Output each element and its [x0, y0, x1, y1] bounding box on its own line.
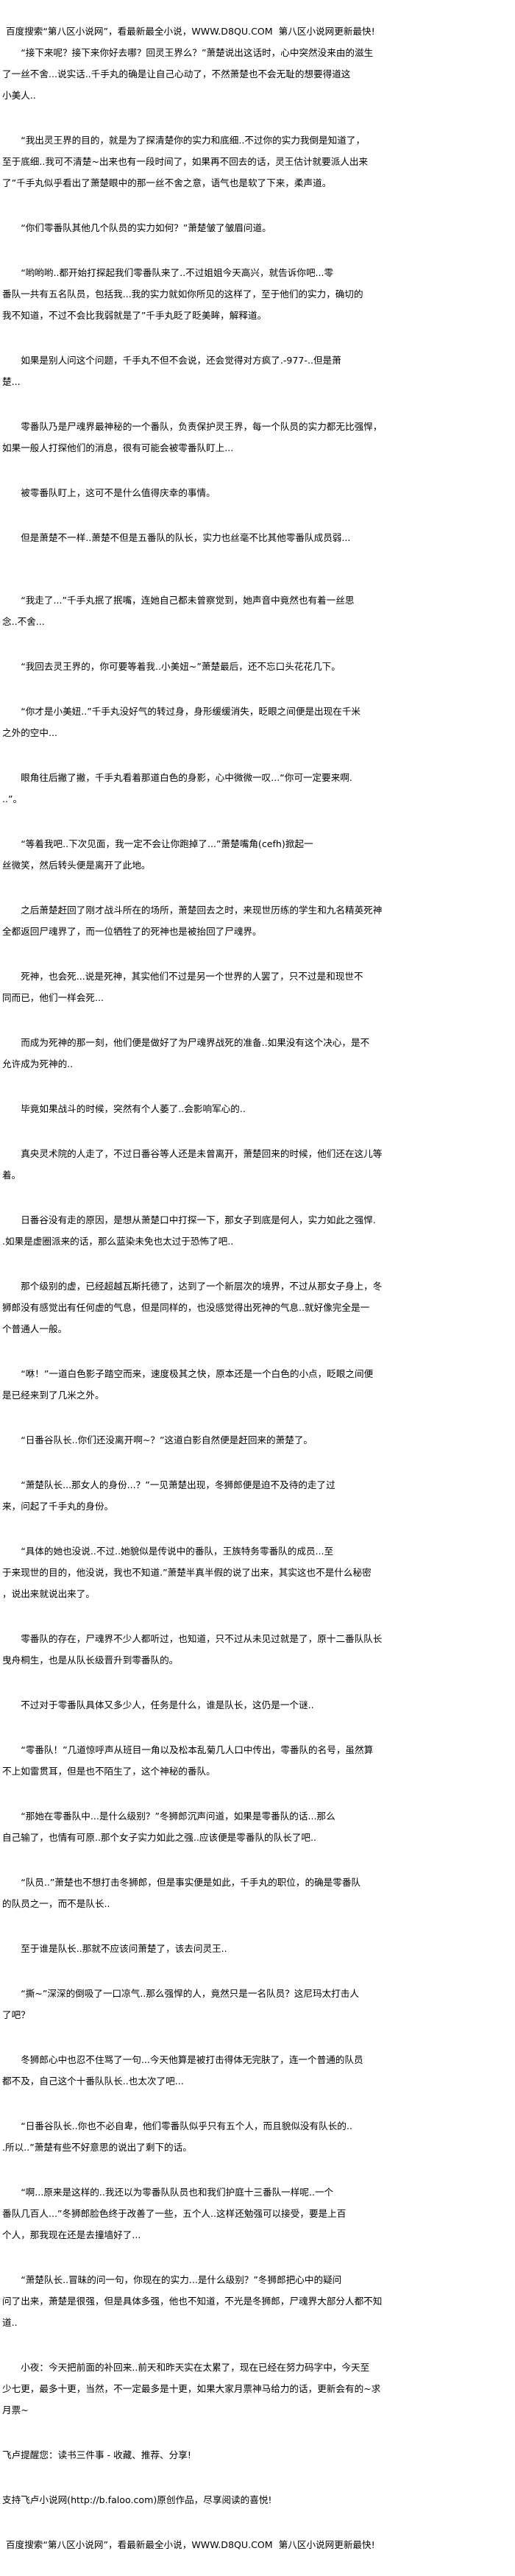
paragraph: “日番谷队长..你也不必自卑，他们零番队似乎只有五个人，而且貌似没有队长的.. …: [2, 2120, 352, 2153]
paragraph: “我走了...”千手丸抿了抿嘴，连她自己都未曾察觉到，她声音中竟然也有着一丝思 …: [2, 595, 355, 627]
paragraph: “接下来呢？接下来你好去哪？回灵王界么？”萧楚说出这话时，心中突然没来由的滋生 …: [2, 47, 374, 101]
paragraph: 眼角往后撇了撇，千手丸看着那道白色的身影，心中微微一叹...“你可一定要来啊. …: [2, 772, 352, 804]
paragraph: 零番队乃是尸魂界最神秘的一个番队，负责保护灵王界，每一个队员的实力都无比强悍， …: [2, 421, 383, 453]
paragraph: “那她在零番队中...是什么级别？”冬狮郎沉声问道，如果是零番队的话...那么 …: [2, 1811, 335, 1843]
faloo-support-notice: 支持飞卢小说网(http://b.faloo.com)原创作品，尽享阅读的喜悦!: [2, 2494, 272, 2505]
paragraph: 冬狮郎心中也忍不住骂了一句...今天他算是被打击得体无完肤了，连一个普通的队员 …: [2, 2054, 363, 2087]
paragraph: 零番队的存在，尸魂界不少人都听过，也知道，只不过从未见过就是了，原十二番队队长 …: [2, 1633, 383, 1666]
chapter-page: 百度搜索“第八区小说网”，看最新最全小说，WWW.D8QU.COM 第八区小说网…: [2, 26, 385, 2550]
paragraph: “零番队！”几道惊呼声从班目一角以及松本乱菊几人口中传出，零番队的名号，虽然算 …: [2, 1744, 374, 1777]
paragraph: “我回去灵王界的，你可要等着我..小美妞~”萧楚最后，还不忘口头花花几下。: [21, 661, 341, 672]
paragraph: 毕竟如果战斗的时候，突然有个人萎了..会影响军心的..: [21, 1103, 246, 1114]
paragraph: 真央灵术院的人走了，不过日番谷等人还是未曾离开，萧楚回来的时候，他们还在这儿等 …: [2, 1148, 383, 1181]
site-notice-footer: 百度搜索“第八区小说网”，看最新最全小说，WWW.D8QU.COM 第八区小说网…: [6, 2539, 375, 2550]
paragraph: “萧楚队长..冒昧的问一句，你现在的实力...是什么级别？”冬狮郎把心中的疑问 …: [2, 2274, 383, 2328]
paragraph: “日番谷队长..你们还没离开啊~？”这道白影自然便是赶回来的萧楚了。: [21, 1434, 313, 1446]
site-notice-header: 百度搜索“第八区小说网”，看最新最全小说，WWW.D8QU.COM 第八区小说网…: [6, 26, 375, 37]
paragraph: 日番谷没有走的原因，是想从萧楚口中打探一下，那女子到底是何人，实力如此之强悍. …: [2, 1214, 376, 1247]
paragraph: 被零番队盯上，这可不是什么值得庆幸的事情。: [21, 487, 216, 498]
paragraph: 小夜：今天把前面的补回来..前天和昨天实在太累了，现在已经在努力码字中，今天至 …: [2, 2362, 381, 2416]
paragraph: “队员..”萧楚也不想打击冬狮郎，但是事实便是如此，千手丸的职位，的确是零番队 …: [2, 1877, 361, 1909]
paragraph: 但是萧楚不一样..萧楚不但是五番队的队长，实力也丝毫不比其他零番队成员弱...: [21, 532, 351, 543]
faloo-reminder: 飞卢提醒您：读书三件事 - 收藏、推荐、分享!: [2, 2449, 191, 2460]
paragraph: “撕~”深深的倒吸了一口凉气..那么强悍的人，竟然只是一名队员？这尼玛太打击人 …: [2, 1988, 359, 2020]
paragraph: 而成为死神的那一刻，他们便是做好了为尸魂界战死的准备..如果没有这个决心，是不 …: [2, 1037, 370, 1069]
paragraph: “你才是小美妞..”千手丸没好气的转过身，身形缓缓消失，眨眼之间便是出现在千米 …: [2, 706, 361, 738]
paragraph: 那个级别的虚，已经超越瓦斯托德了，达到了一个新层次的境界，不过从那女子身上，冬 …: [2, 1281, 383, 1334]
paragraph: “你们零番队其他几个队员的实力如何？”萧楚皱了皱眉问道。: [21, 222, 271, 233]
paragraph: 死神，也会死...说是死神，其实他们不过是另一个世界的人罢了，只不过是和现世不 …: [2, 971, 363, 1003]
paragraph: “萧楚队长...那女人的身份...？”一见萧楚出现，冬狮郎便是迫不及待的走了过 …: [2, 1479, 335, 1512]
paragraph: “啊...原来是这样的..我还以为零番队队员也和我们护庭十三番队一样呢..一个 …: [2, 2187, 347, 2240]
paragraph: “等着我吧..下次见面，我一定不会让你跑掉了...”萧楚嘴角(cefh)掀起一 …: [2, 838, 313, 871]
paragraph: “哟哟哟..都开始打探起我们零番队来了..不过姐姐今天高兴，就告诉你吧...零 …: [2, 267, 363, 321]
paragraph: “具体的她也没说..不过..她貌似是传说中的番队，王族特务零番队的成员...至 …: [2, 1546, 372, 1599]
paragraph: 至于谁是队长..那就不应该问萧楚了，该去问灵王..: [21, 1943, 227, 1954]
paragraph: 之后萧楚赶回了刚才战斗所在的场所，萧楚回去之时，来现世历练的学生和九名精英死神 …: [2, 905, 383, 937]
paragraph: “我出灵王界的目的，就是为了探清楚你的实力和底细..不过你的实力我倒是知道了， …: [2, 135, 369, 188]
paragraph: 不过对于零番队具体又多少人，任务是什么，谁是队长，这仍是一个谜..: [21, 1699, 314, 1710]
paragraph: “咻！”一道白色影子踏空而来，速度极其之快，原本还是一个白色的小点，眨眼之间便 …: [2, 1368, 374, 1401]
chapter-body: “接下来呢？接下来你好去哪？回灵王界么？”萧楚说出这话时，心中突然没来由的滋生 …: [2, 42, 385, 2421]
paragraph: 如果是别人问这个问题，千手丸不但不会说，还会觉得对方疯了.-977-..但是萧 …: [2, 355, 341, 387]
